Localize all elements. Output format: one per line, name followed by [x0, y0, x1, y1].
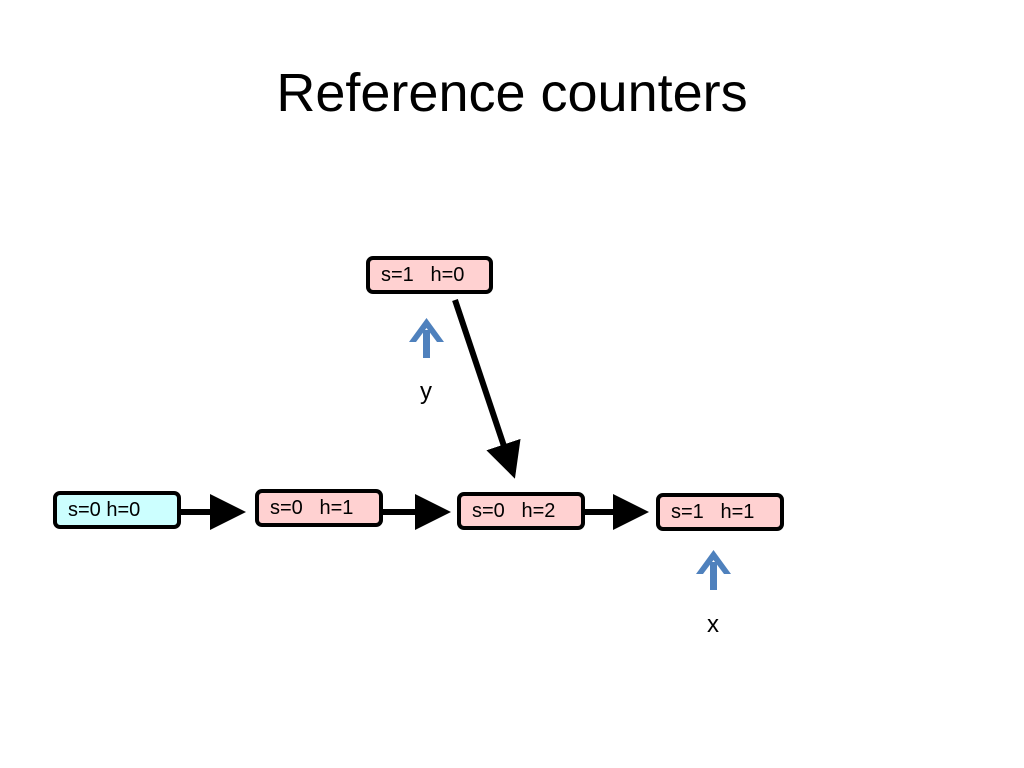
pointer-arrow-icon	[409, 318, 444, 358]
node-s0-h2: s=0 h=2	[457, 492, 585, 530]
node-s0-h0: s=0 h=0	[53, 491, 181, 529]
slide-title: Reference counters	[276, 63, 748, 123]
pointer-label-x: x	[707, 611, 719, 638]
pointer-label-y: y	[420, 378, 432, 405]
pointer-arrow-icon	[696, 550, 731, 590]
edge-n5-n3	[452, 299, 521, 479]
node-s0-h1: s=0 h=1	[255, 489, 383, 527]
node-s1-h1: s=1 h=1	[656, 493, 784, 531]
node-s1-h0: s=1 h=0	[366, 256, 493, 294]
